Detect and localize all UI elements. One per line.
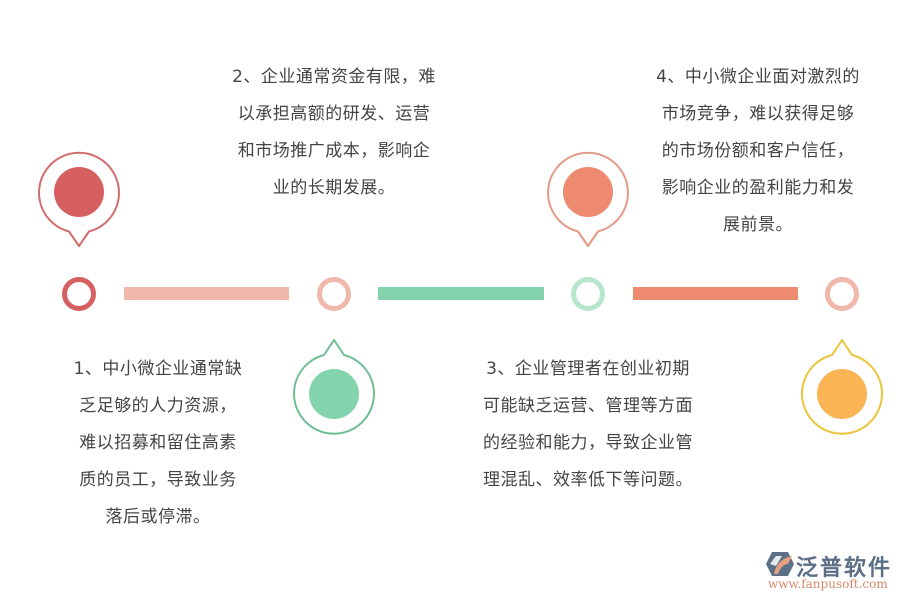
item-3-line: 3、企业管理者在创业初期 [486, 359, 690, 379]
item-4-line: 4、中小微企业面对激烈的 [656, 67, 860, 87]
item-1-line: 1、中小微企业通常缺 [73, 359, 243, 379]
pin-marker-3 [547, 151, 629, 247]
item-2-line: 以承担高额的研发、运营 [237, 104, 431, 124]
item-3-line: 可能缺乏运营、管理等方面 [483, 396, 693, 416]
item-2-line: 2、企业通常资金有限，难 [232, 67, 436, 87]
item-3-line: 理混乱、效率低下等问题。 [483, 470, 693, 490]
item-1-line: 落后或停滞。 [105, 507, 211, 527]
item-4-line: 市场竞争，难以获得足够 [661, 104, 855, 124]
pin-marker-2 [293, 339, 375, 435]
item-3-text: 3、企业管理者在创业初期 可能缺乏运营、管理等方面 的经验和能力，导致企业管 理… [466, 351, 710, 499]
item-2-line: 和市场推广成本，影响企 [237, 141, 431, 161]
item-4-line: 的市场份额和客户信任， [661, 141, 855, 161]
brand-logo: 泛普软件 www.fanpusoft.com [762, 548, 896, 594]
item-4-line: 影响企业的盈利能力和发 [661, 178, 855, 198]
item-4-text: 4、中小微企业面对激烈的 市场竞争，难以获得足够 的市场份额和客户信任， 影响企… [642, 59, 874, 244]
timeline-ring-4 [825, 277, 859, 311]
logo-url: www.fanpusoft.com [768, 577, 888, 591]
logo-icon [766, 552, 794, 576]
item-1-line: 难以招募和留住高素 [79, 433, 237, 453]
item-2-text: 2、企业通常资金有限，难 以承担高额的研发、运营 和市场推广成本，影响企 业的长… [218, 59, 450, 207]
logo-name: 泛普软件 [796, 556, 893, 581]
item-2-line: 业的长期发展。 [272, 178, 396, 198]
item-1-text: 1、中小微企业通常缺 乏足够的人力资源， 难以招募和留住高素 质的员工，导致业务… [52, 351, 264, 536]
item-1-line: 质的员工，导致业务 [79, 470, 237, 490]
item-3-line: 的经验和能力，导致企业管 [483, 433, 693, 453]
item-4-line: 展前景。 [723, 215, 793, 235]
pin-marker-4 [801, 339, 883, 435]
timeline-ring-3 [571, 277, 605, 311]
connector-bar-3 [633, 287, 798, 300]
connector-bar-2 [378, 287, 544, 300]
timeline-ring-2 [317, 277, 351, 311]
connector-bar-1 [124, 287, 289, 300]
item-1-line: 乏足够的人力资源， [79, 396, 237, 416]
timeline-ring-1 [62, 277, 96, 311]
pin-marker-1 [38, 151, 120, 247]
